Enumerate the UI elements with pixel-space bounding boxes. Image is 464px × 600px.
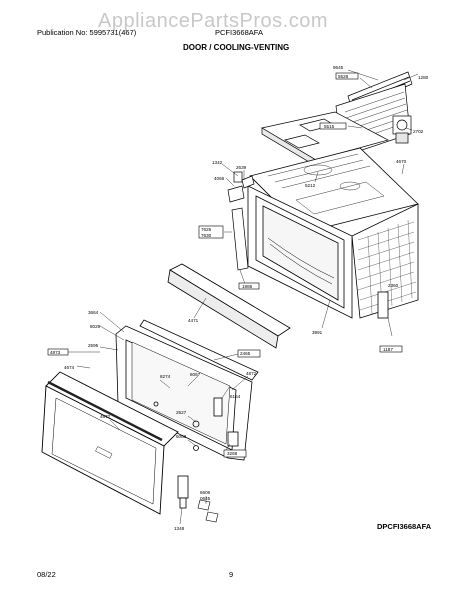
diagram-code: DPCFI3668AFA	[377, 522, 432, 531]
part-label-6164: 6164	[230, 394, 241, 399]
part-box-7625-7630	[198, 225, 224, 239]
part-box-4873	[47, 348, 69, 356]
part-label-1342: 1342	[212, 160, 223, 165]
part-label-2639: 2639	[236, 165, 247, 170]
part-box-2464	[237, 349, 261, 358]
part-label-2595: 2595	[88, 343, 99, 348]
part-label-5528: 5528	[338, 74, 349, 79]
part-label-6063: 6063	[176, 434, 187, 439]
part-label-4872: 4872	[246, 371, 257, 376]
part-label-8274: 8274	[160, 374, 171, 379]
outer-door-panel	[41, 371, 179, 515]
part-label-4872-door: 4872	[100, 414, 111, 419]
part-label-4066: 4066	[214, 176, 225, 181]
part-labels: 9645 5528 1280 5515 2702 1342 2639 5212 …	[47, 65, 429, 531]
footer-date: 08/22	[37, 570, 56, 579]
part-label-2465: 2465	[240, 351, 251, 356]
part-label-3664: 3664	[88, 310, 99, 315]
publication-number: Publication No: 5995731(467)	[37, 28, 137, 37]
part-label-3268: 3268	[227, 451, 238, 456]
model-number: PCFI3668AFA	[215, 28, 263, 37]
part-label-2360: 2360	[388, 283, 399, 288]
part-label-4873: 4873	[50, 350, 61, 355]
part-label-4674: 4674	[64, 365, 75, 370]
part-box-1187	[379, 345, 403, 353]
part-label-5212: 5212	[305, 183, 316, 188]
part-label-3991: 3991	[312, 330, 323, 335]
part-label-4670: 4670	[396, 159, 407, 164]
part-label-7625: 7625	[201, 227, 212, 232]
part-label-2702: 2702	[413, 129, 424, 134]
latch-assembly	[227, 171, 255, 271]
leader-lines	[66, 69, 419, 525]
part-label-6606: 6606	[200, 490, 211, 495]
part-label-1280: 1280	[418, 75, 429, 80]
part-label-1348: 1348	[174, 526, 185, 531]
part-label-0645: 0645	[200, 496, 211, 501]
clip-parts	[197, 499, 219, 523]
door-trim-strip	[167, 263, 291, 349]
watermark: AppliancePartsPros.com	[98, 10, 328, 32]
part-label-8029: 8029	[90, 324, 101, 329]
vent-grille-assembly	[261, 71, 413, 167]
part-box-5515	[319, 122, 347, 130]
oven-cabinet	[247, 147, 419, 319]
part-label-2527: 2527	[176, 410, 187, 415]
part-label-1187: 1187	[383, 347, 393, 352]
part-label-7630: 7630	[201, 233, 212, 238]
part-label-6067: 6067	[190, 372, 201, 377]
door-frame	[115, 319, 259, 509]
part-label-5515: 5515	[324, 124, 335, 129]
part-box-1986	[238, 282, 260, 290]
part-box-3268	[223, 449, 247, 458]
section-title: DOOR / COOLING-VENTING	[183, 43, 290, 52]
part-label-1986: 1986	[242, 284, 253, 289]
page-number: 9	[229, 570, 234, 579]
part-label-9645: 9645	[333, 65, 344, 70]
part-box-5528	[335, 72, 359, 80]
part-label-4471: 4471	[188, 318, 199, 323]
